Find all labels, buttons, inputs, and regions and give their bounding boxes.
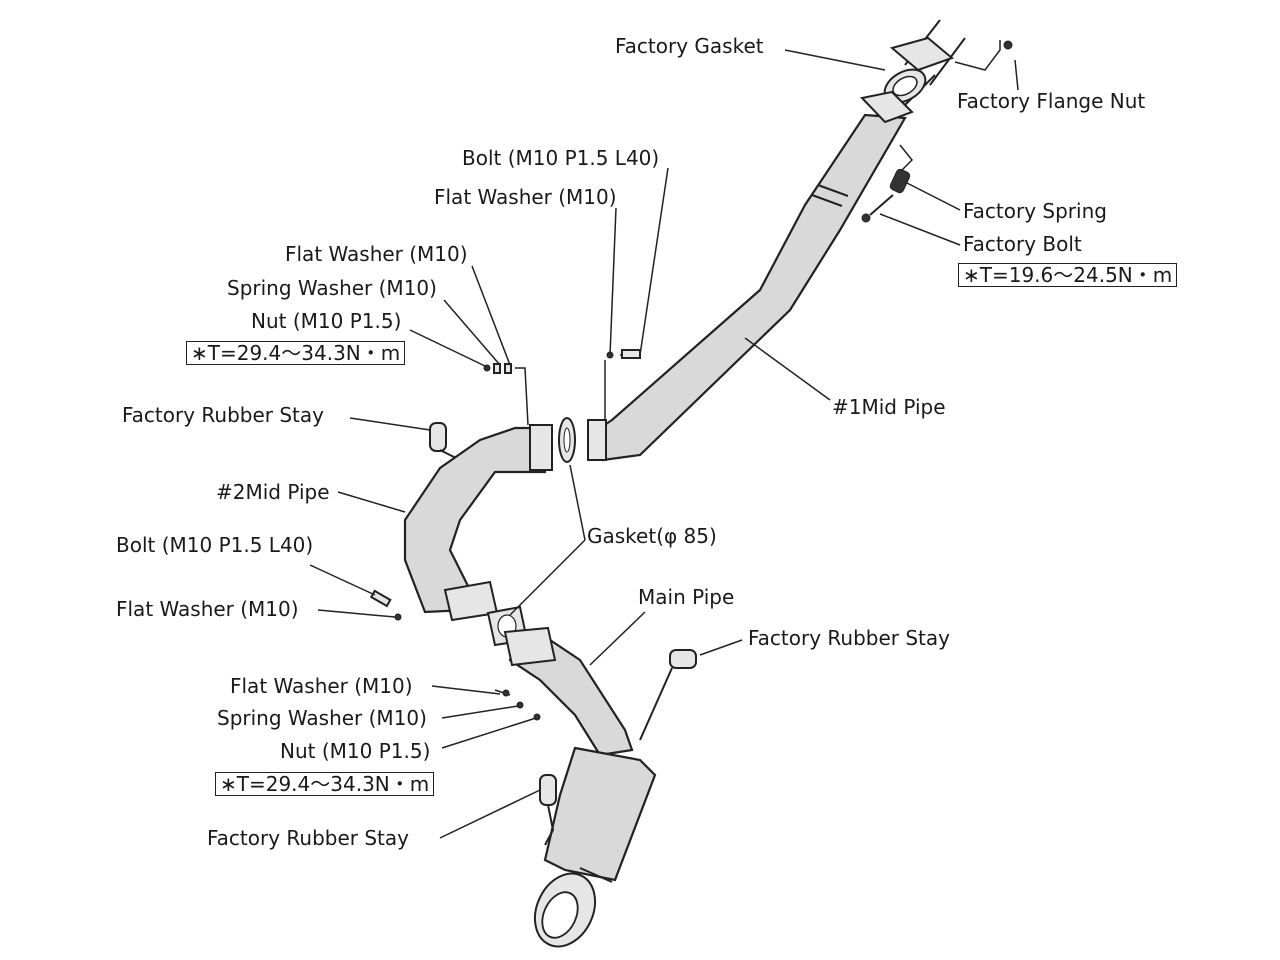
label-factory-rubber-stay-upper: Factory Rubber Stay (122, 403, 324, 427)
label-nut-lower: Nut (M10 P1.5) (280, 739, 431, 763)
main-pipe-flange (503, 626, 557, 667)
muffler-part (533, 746, 657, 948)
mid-pipe-1-part (587, 90, 914, 462)
label-factory-gasket: Factory Gasket (615, 34, 764, 58)
upper-left-hardware (483, 363, 529, 426)
factory-flange-nut-part (954, 40, 1013, 71)
label-factory-flange-nut: Factory Flange Nut (957, 89, 1146, 113)
label-flat-washer-lower-left: Flat Washer (M10) (116, 597, 299, 621)
lower-hardware (494, 689, 541, 721)
leader-lines (309, 49, 1019, 839)
torque-lower: ∗T=29.4〜34.3N・m (215, 772, 435, 796)
mid-pipe-2-front-flange (529, 424, 553, 471)
torque-upper-left: ∗T=29.4〜34.3N・m (186, 341, 406, 365)
factory-flange (889, 36, 954, 72)
mid-pipe-2-part (403, 424, 553, 622)
label-factory-bolt: Factory Bolt (963, 232, 1082, 256)
factory-spring-bolt-part (861, 144, 914, 223)
lower-bolt-part (369, 589, 402, 621)
label-flat-washer-upper-left: Flat Washer (M10) (285, 242, 468, 266)
label-main-pipe: Main Pipe (638, 585, 735, 609)
mid-pipe-1-rear-flange (587, 419, 607, 461)
torque-factory-bolt: ∗T=19.6〜24.5N・m (958, 263, 1178, 287)
label-flat-washer-top: Flat Washer (M10) (434, 185, 617, 209)
label-factory-spring: Factory Spring (963, 199, 1107, 223)
rubber-stay-right-part (639, 649, 697, 741)
mid-pipe-1-flange (860, 90, 914, 124)
label-mid-pipe-2: #2Mid Pipe (216, 480, 330, 504)
main-pipe-part (503, 626, 634, 757)
label-gasket-85: Gasket(φ 85) (587, 524, 717, 548)
label-factory-rubber-stay-right: Factory Rubber Stay (748, 626, 950, 650)
gasket-mid-joint (558, 417, 576, 463)
label-bolt-lower: Bolt (M10 P1.5 L40) (116, 533, 314, 557)
label-factory-rubber-stay-bottom: Factory Rubber Stay (207, 826, 409, 850)
label-nut-upper-left: Nut (M10 P1.5) (251, 309, 402, 333)
label-spring-washer-lower: Spring Washer (M10) (217, 706, 427, 730)
label-bolt-top: Bolt (M10 P1.5 L40) (462, 146, 660, 170)
label-mid-pipe-1: #1Mid Pipe (832, 395, 946, 419)
label-flat-washer-lower: Flat Washer (M10) (230, 674, 413, 698)
label-spring-washer-upper-left: Spring Washer (M10) (227, 276, 437, 300)
